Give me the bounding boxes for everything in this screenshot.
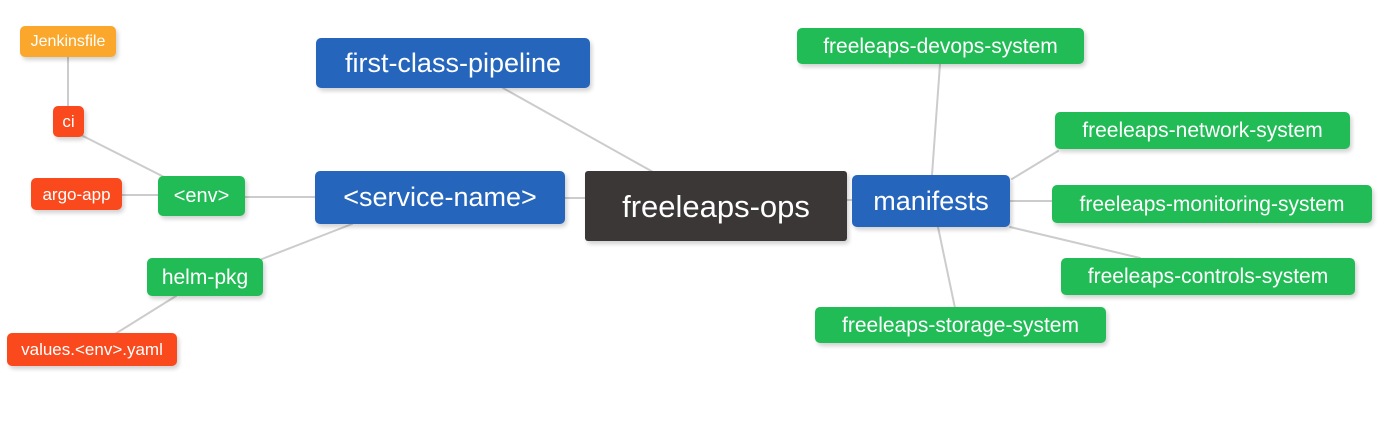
edge-manifests--freeleaps-storage-system xyxy=(937,226,956,309)
node-freeleaps-network-system[interactable]: freeleaps-network-system xyxy=(1055,112,1350,149)
node-service-name[interactable]: <service-name> xyxy=(315,171,565,224)
edge-service-name--helm-pkg xyxy=(261,223,353,260)
node-env[interactable]: <env> xyxy=(158,176,245,216)
edge-first-class-pipeline--freeleaps-ops xyxy=(502,87,654,173)
node-freeleaps-storage-system[interactable]: freeleaps-storage-system xyxy=(815,307,1106,343)
node-freeleaps-devops-system[interactable]: freeleaps-devops-system xyxy=(797,28,1084,64)
node-first-class-pipeline[interactable]: first-class-pipeline xyxy=(316,38,590,88)
node-argo-app[interactable]: argo-app xyxy=(31,178,122,210)
edge-manifests--freeleaps-devops-system xyxy=(931,63,941,176)
node-freeleaps-ops[interactable]: freeleaps-ops xyxy=(585,171,847,241)
edge-ci--env xyxy=(78,133,167,179)
edge-manifests--freeleaps-controls-system xyxy=(1009,226,1141,259)
node-jenkinsfile[interactable]: Jenkinsfile xyxy=(20,26,116,57)
node-manifests[interactable]: manifests xyxy=(852,175,1010,227)
node-freeleaps-monitoring-system[interactable]: freeleaps-monitoring-system xyxy=(1052,185,1372,223)
node-values-env-yaml[interactable]: values.<env>.yaml xyxy=(7,333,177,366)
node-freeleaps-controls-system[interactable]: freeleaps-controls-system xyxy=(1061,258,1355,295)
node-ci[interactable]: ci xyxy=(53,106,84,137)
node-helm-pkg[interactable]: helm-pkg xyxy=(147,258,263,296)
edge-helm-pkg--values-env-yaml xyxy=(114,295,177,335)
edge-manifests--freeleaps-network-system xyxy=(1011,150,1059,180)
